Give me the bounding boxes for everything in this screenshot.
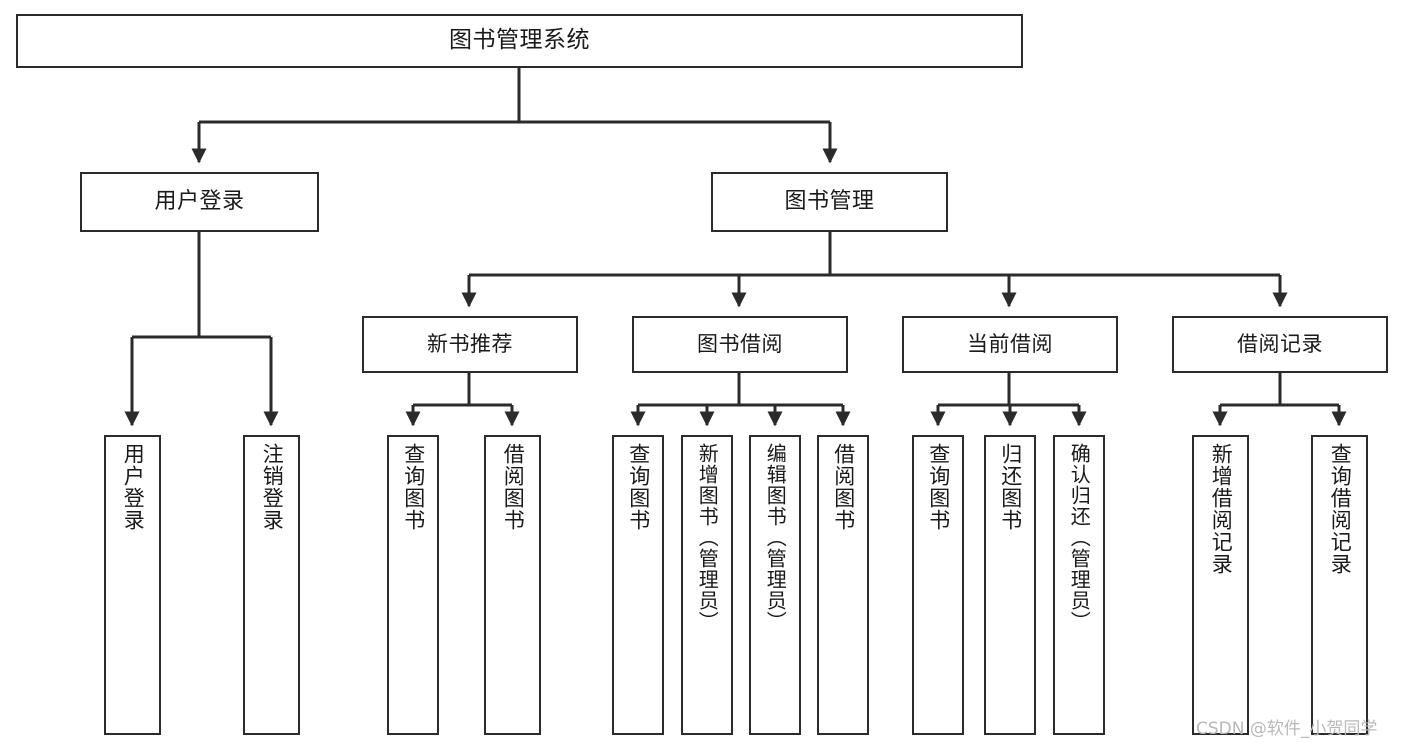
node-leaf-query-book-borrow-label: 查询图书 <box>626 443 651 531</box>
node-book-borrow[interactable]: 图书借阅 <box>632 316 848 373</box>
node-leaf-return-book-label: 归还图书 <box>998 443 1023 531</box>
node-leaf-query-borrow-record[interactable]: 查询借阅记录 <box>1311 435 1368 735</box>
node-new-book-recommend-label: 新书推荐 <box>427 332 513 357</box>
node-leaf-borrow-book-label: 借阅图书 <box>831 443 856 531</box>
node-leaf-query-book-current[interactable]: 查询图书 <box>912 435 964 735</box>
node-leaf-edit-book-admin-label: 编辑图书（管理员） <box>763 443 788 632</box>
node-leaf-logout[interactable]: 注销登录 <box>243 435 300 735</box>
node-leaf-borrow-book-recommend-label: 借阅图书 <box>501 443 526 531</box>
node-leaf-add-borrow-record-label: 新增借阅记录 <box>1209 443 1234 575</box>
node-borrow-record[interactable]: 借阅记录 <box>1172 316 1388 373</box>
node-leaf-add-book-admin[interactable]: 新增图书（管理员） <box>681 435 733 735</box>
node-new-book-recommend[interactable]: 新书推荐 <box>362 316 578 373</box>
node-leaf-user-login[interactable]: 用户登录 <box>104 435 161 735</box>
node-leaf-borrow-book[interactable]: 借阅图书 <box>817 435 869 735</box>
node-current-borrow[interactable]: 当前借阅 <box>902 316 1118 373</box>
node-leaf-return-book[interactable]: 归还图书 <box>984 435 1036 735</box>
node-book-management-label: 图书管理 <box>784 189 875 215</box>
node-root-system-label: 图书管理系统 <box>449 27 590 54</box>
node-borrow-record-label: 借阅记录 <box>1237 332 1323 357</box>
node-leaf-add-book-admin-label: 新增图书（管理员） <box>695 443 720 632</box>
node-leaf-user-login-label: 用户登录 <box>121 443 146 531</box>
node-user-login[interactable]: 用户登录 <box>80 172 319 232</box>
node-root-system[interactable]: 图书管理系统 <box>16 14 1023 68</box>
node-leaf-confirm-return-admin[interactable]: 确认归还（管理员） <box>1053 435 1105 735</box>
node-current-borrow-label: 当前借阅 <box>967 332 1053 357</box>
csdn-watermark: CSDN @软件_小贺同学 <box>1196 719 1378 739</box>
node-leaf-query-book-recommend[interactable]: 查询图书 <box>387 435 439 735</box>
node-leaf-borrow-book-recommend[interactable]: 借阅图书 <box>484 435 541 735</box>
node-leaf-query-book-current-label: 查询图书 <box>926 443 951 531</box>
node-user-login-label: 用户登录 <box>154 189 245 215</box>
node-leaf-edit-book-admin[interactable]: 编辑图书（管理员） <box>749 435 801 735</box>
node-leaf-query-borrow-record-label: 查询借阅记录 <box>1328 443 1353 575</box>
node-leaf-logout-label: 注销登录 <box>260 443 285 531</box>
node-leaf-query-book-recommend-label: 查询图书 <box>401 443 426 531</box>
node-book-management[interactable]: 图书管理 <box>711 172 948 232</box>
node-leaf-confirm-return-admin-label: 确认归还（管理员） <box>1067 443 1092 632</box>
node-book-borrow-label: 图书借阅 <box>697 332 783 357</box>
node-leaf-query-book-borrow[interactable]: 查询图书 <box>612 435 664 735</box>
node-leaf-add-borrow-record[interactable]: 新增借阅记录 <box>1192 435 1249 735</box>
